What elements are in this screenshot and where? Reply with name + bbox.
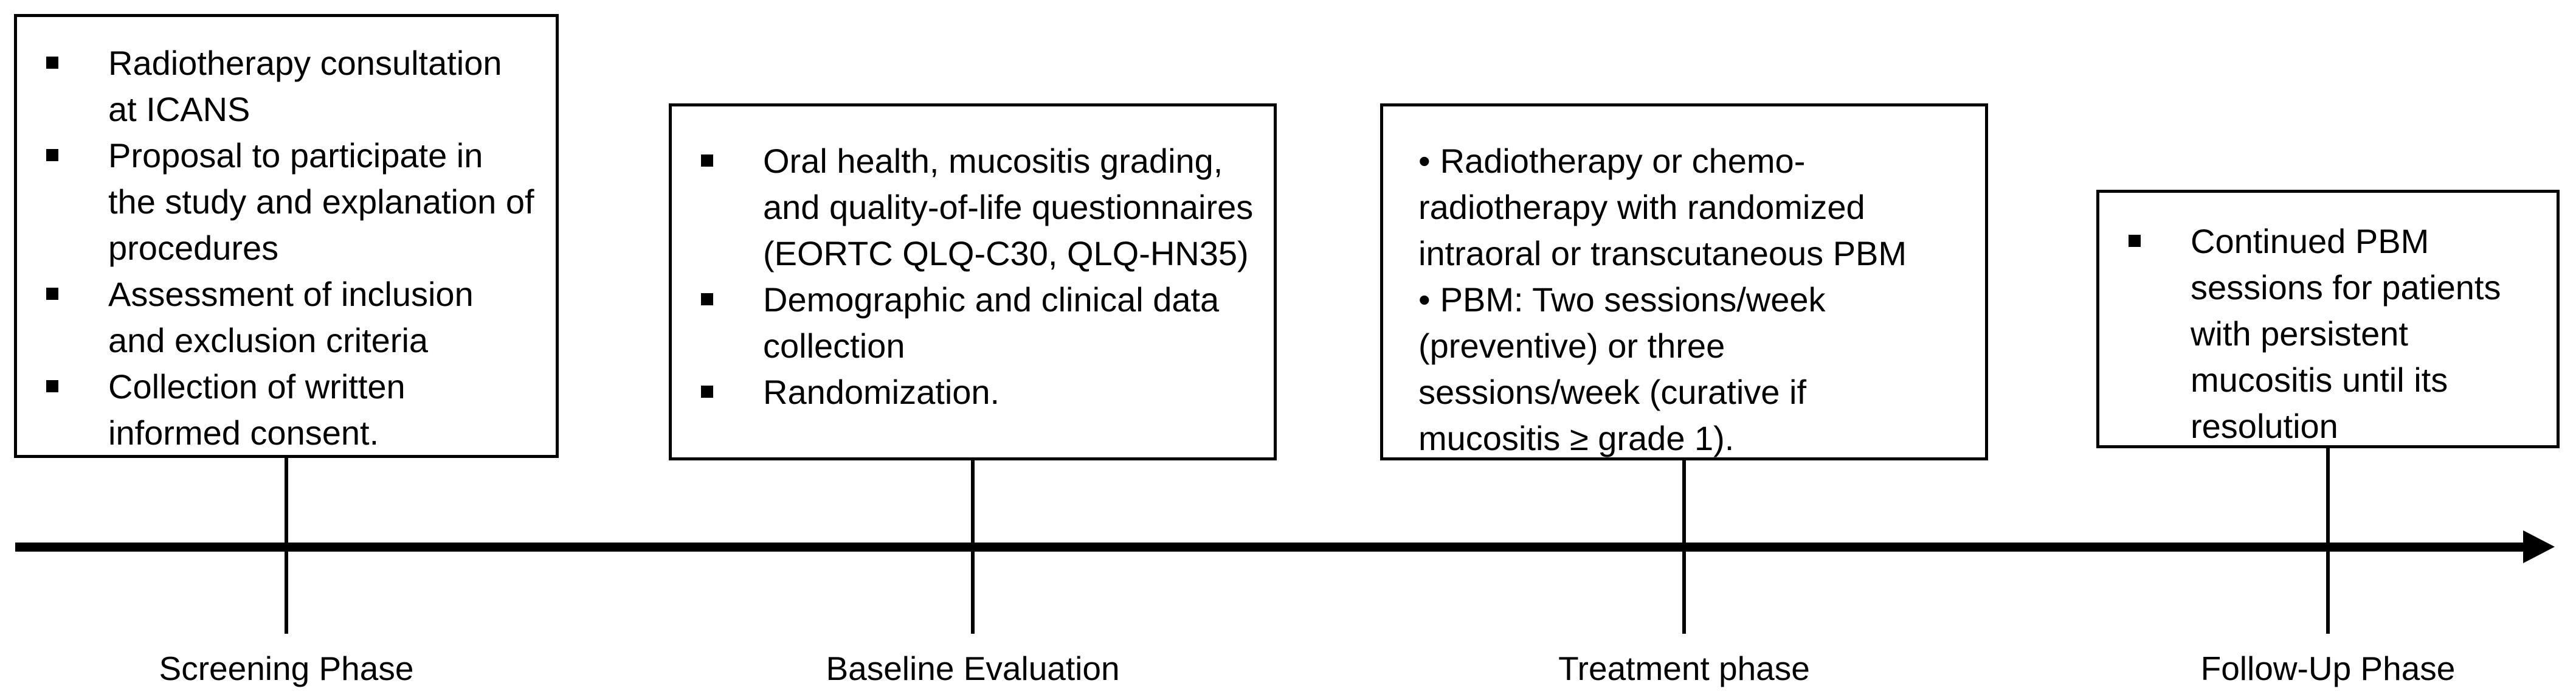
baseline-evaluation-box: ▪ Oral health, mucositis grading, and qua… (669, 103, 1277, 460)
bullet-item-text: Radiotherapy consultation at ICANS (108, 44, 502, 128)
baseline-evaluation-items: ▪ Oral health, mucositis grading, and qua… (672, 138, 1260, 415)
bullet-item: •Radiotherapy or chemo-radiotherapy with… (1418, 138, 1942, 277)
bullet-item: ▪ Assessment of inclusion and exclusion c… (17, 271, 539, 364)
square-bullet-icon: ▪ (701, 386, 713, 398)
timeline-arrow-shaft (15, 543, 2526, 552)
baseline-evaluation-label: Baseline Evaluation (826, 650, 1120, 687)
square-bullet-icon: ▪ (46, 380, 58, 392)
bullet-item-text: Proposal to participate in the study and… (108, 136, 534, 267)
bullet-item-text: PBM: Two sessions/week (preventive) or t… (1418, 280, 1826, 457)
bullet-item: ▪ Collection of written informed consent. (17, 364, 539, 456)
dot-bullet-icon: • (1418, 142, 1431, 180)
timeline-arrowhead-icon (2523, 530, 2555, 563)
bullet-item: ▪ Demographic and clinical data collectio… (672, 277, 1260, 369)
treatment-phase-label: Treatment phase (1558, 650, 1810, 687)
bullet-item: ▪ Randomization. (672, 369, 1260, 415)
followup-phase-label: Follow-Up Phase (2200, 650, 2456, 687)
screening-phase-box: ▪ Radiotherapy consultation at ICANS ▪ Prop… (14, 14, 559, 458)
square-bullet-icon: ▪ (46, 149, 58, 161)
bullet-item-text: Randomization. (763, 373, 1000, 411)
bullet-item-text: Continued PBM sessions for patients with… (2191, 222, 2501, 445)
bullet-item-text: Demographic and clinical data collection (763, 280, 1220, 365)
bullet-item-text: Assessment of inclusion and exclusion cr… (108, 275, 474, 359)
square-bullet-icon: ▪ (2129, 235, 2141, 247)
treatment-phase-box: •Radiotherapy or chemo-radiotherapy with… (1380, 103, 1988, 460)
followup-connector-line (2326, 446, 2330, 634)
bullet-item: ▪ Radiotherapy consultation at ICANS (17, 40, 539, 133)
square-bullet-icon: ▪ (46, 57, 58, 69)
bullet-item-text: Oral health, mucositis grading, and qual… (763, 142, 1254, 272)
square-bullet-icon: ▪ (701, 293, 713, 305)
bullet-item: •PBM: Two sessions/week (preventive) or … (1418, 277, 1942, 462)
square-bullet-icon: ▪ (701, 154, 713, 167)
treatment-phase-items: •Radiotherapy or chemo-radiotherapy with… (1418, 138, 1942, 462)
square-bullet-icon: ▪ (46, 288, 58, 300)
bullet-item-text: Collection of written informed consent. (108, 367, 406, 452)
followup-phase-box: ▪ Continued PBM sessions for patients wit… (2096, 190, 2560, 448)
bullet-item: ▪ Continued PBM sessions for patients wit… (2099, 218, 2527, 449)
screening-phase-items: ▪ Radiotherapy consultation at ICANS ▪ Prop… (17, 40, 539, 456)
bullet-item-text: Radiotherapy or chemo-radiotherapy with … (1418, 142, 1907, 272)
bullet-item: ▪ Proposal to participate in the study an… (17, 133, 539, 271)
followup-phase-items: ▪ Continued PBM sessions for patients wit… (2099, 218, 2527, 449)
screening-phase-label: Screening Phase (159, 650, 414, 687)
bullet-item: ▪ Oral health, mucositis grading, and qua… (672, 138, 1260, 277)
dot-bullet-icon: • (1418, 280, 1431, 319)
